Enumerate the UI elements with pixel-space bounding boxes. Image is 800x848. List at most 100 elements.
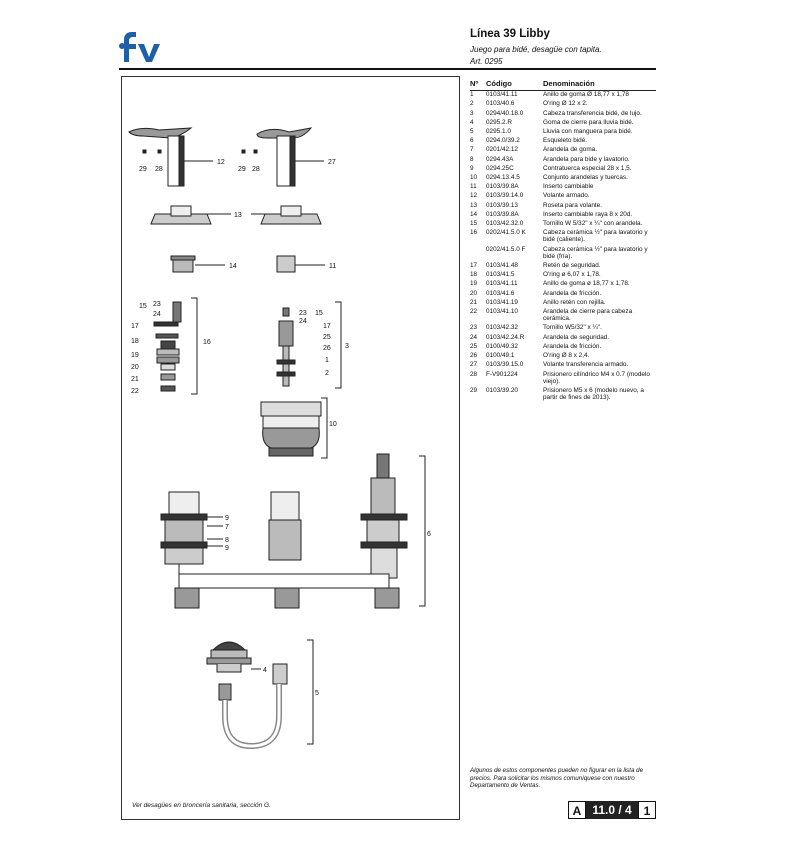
footnote-drains: Ver desagües en broncería sanitaria, sec… bbox=[132, 802, 271, 809]
label-5: 5 bbox=[315, 690, 319, 697]
row-code: 0202/41.5.0 K bbox=[486, 229, 526, 237]
label-24a: 24 bbox=[153, 311, 161, 318]
row-code: 0295.2.R bbox=[486, 118, 512, 126]
label-11: 11 bbox=[329, 263, 336, 270]
row-code: F-V901224 bbox=[486, 370, 518, 378]
product-subtitle: Juego para bidé, desagüe con tapita. bbox=[470, 45, 602, 54]
row-number: 7 bbox=[470, 146, 474, 154]
label-6: 6 bbox=[427, 531, 431, 538]
section-badge: A 11.0 / 4 1 bbox=[568, 801, 656, 819]
row-name: Roseta para volante. bbox=[543, 201, 602, 209]
label-13: 13 bbox=[234, 212, 242, 219]
label-17a: 17 bbox=[131, 323, 139, 330]
row-number: 28 bbox=[470, 370, 478, 378]
row-number: 6 bbox=[470, 137, 474, 145]
row-name: O'ring Ø 12 x 2. bbox=[543, 100, 588, 108]
parts-table: Nº Código Denominación 1 0103/41.11 Anillo… bbox=[470, 78, 656, 403]
row-name: Arandela de fricción. bbox=[543, 289, 602, 297]
label-21: 21 bbox=[131, 376, 139, 383]
handle-12-drawing bbox=[128, 127, 193, 187]
row-name: Prisionero M5 x 6 (modelo nuevo, a parti… bbox=[543, 386, 644, 402]
label-7: 7 bbox=[225, 524, 229, 531]
label-19: 19 bbox=[131, 352, 139, 359]
row-code: 0103/42.32.0 bbox=[486, 220, 524, 228]
row-name: Retén de seguridad. bbox=[543, 262, 601, 270]
table-row: 13 0103/39.13 Roseta para volante. bbox=[470, 202, 656, 211]
row-name: Inserto cambiable raya 8 x 20d. bbox=[543, 210, 633, 218]
row-number: 29 bbox=[470, 386, 478, 394]
row-number: 23 bbox=[470, 324, 478, 332]
document-header: Línea 39 Libby Juego para bidé, desagüe … bbox=[470, 28, 654, 66]
row-code: 0103/39.15.0 bbox=[486, 361, 524, 369]
row-code: 0100/49.32 bbox=[486, 342, 518, 350]
label-23a: 23 bbox=[153, 301, 161, 308]
row-code: 0103/41.19 bbox=[486, 298, 518, 306]
row-number: 13 bbox=[470, 201, 478, 209]
diagram-frame bbox=[121, 76, 460, 820]
label-22: 22 bbox=[131, 388, 139, 395]
parts-table-header: Nº Código Denominación bbox=[470, 78, 656, 92]
label-1: 1 bbox=[325, 357, 329, 364]
row-code: 0294.43A bbox=[486, 155, 514, 163]
row-name: Anillo de goma Ø 18,77 x 1,78 bbox=[543, 91, 629, 99]
row-name: Arandela de seguridad. bbox=[543, 333, 610, 341]
row-name: O'ring ø 6,07 x 1,78. bbox=[543, 271, 601, 279]
row-name: Cabeza transferencia bidé, de lujo. bbox=[543, 109, 642, 117]
article-number: Art. 0295 bbox=[470, 57, 503, 66]
col-number-header: Nº bbox=[470, 78, 486, 92]
row-code: 0103/39.20 bbox=[486, 386, 518, 394]
label-18: 18 bbox=[131, 338, 139, 345]
row-name: Goma de cierre para lluvia bidé. bbox=[543, 118, 634, 126]
row-code: 0100/49.1 bbox=[486, 352, 515, 360]
exploded-diagram: 12 27 29 28 29 28 13 14 11 15 23 24 17 1… bbox=[121, 76, 460, 820]
row-number: 8 bbox=[470, 155, 474, 163]
row-code: 0103/41.5 bbox=[486, 271, 515, 279]
label-27: 27 bbox=[328, 159, 336, 166]
table-row: 8 0294.43A Arandela para bide y lavatorio. bbox=[470, 156, 656, 165]
row-name: Arandela para bide y lavatorio. bbox=[543, 155, 630, 163]
row-name: Arandela de cierre para cabeza cerámica. bbox=[543, 308, 633, 323]
row-number: 20 bbox=[470, 289, 478, 297]
badge-letter: A bbox=[568, 801, 586, 819]
label-4: 4 bbox=[263, 667, 267, 674]
row-code: 0103/39.13 bbox=[486, 201, 518, 209]
label-25: 25 bbox=[323, 334, 331, 341]
row-name: Esqueleto bidé. bbox=[543, 137, 588, 145]
row-name: Cabeza cerámica ½" para lavatorio y bidé… bbox=[543, 229, 648, 244]
row-number: 10 bbox=[470, 174, 478, 182]
row-code: 0103/42.32 bbox=[486, 324, 518, 332]
label-15b: 15 bbox=[315, 310, 323, 317]
row-number: 27 bbox=[470, 361, 478, 369]
row-code: 0103/41.48 bbox=[486, 262, 518, 270]
row-number: 21 bbox=[470, 298, 478, 306]
row-code: 0103/41.11 bbox=[486, 280, 518, 288]
row-number: 16 bbox=[470, 229, 478, 237]
row-number: 19 bbox=[470, 280, 478, 288]
header-rule bbox=[119, 68, 656, 70]
label-14: 14 bbox=[229, 263, 237, 270]
row-number: 18 bbox=[470, 271, 478, 279]
row-code: 0294/40.18.0 bbox=[486, 109, 524, 117]
row-number: 2 bbox=[470, 100, 474, 108]
badge-section: 11.0 / 4 bbox=[586, 801, 638, 819]
label-28b: 28 bbox=[252, 166, 260, 173]
row-number: 5 bbox=[470, 128, 474, 136]
table-row: 29 0103/39.20 Prisionero M5 x 6 (modelo nu… bbox=[470, 387, 656, 403]
row-name: Arandela de fricción. bbox=[543, 342, 602, 350]
row-name: Prisionero cilíndrico M4 x 0.7 (modelo v… bbox=[543, 370, 650, 385]
row-code: 0202/41.5.0 F bbox=[486, 245, 526, 253]
row-number: 1 bbox=[470, 91, 474, 99]
